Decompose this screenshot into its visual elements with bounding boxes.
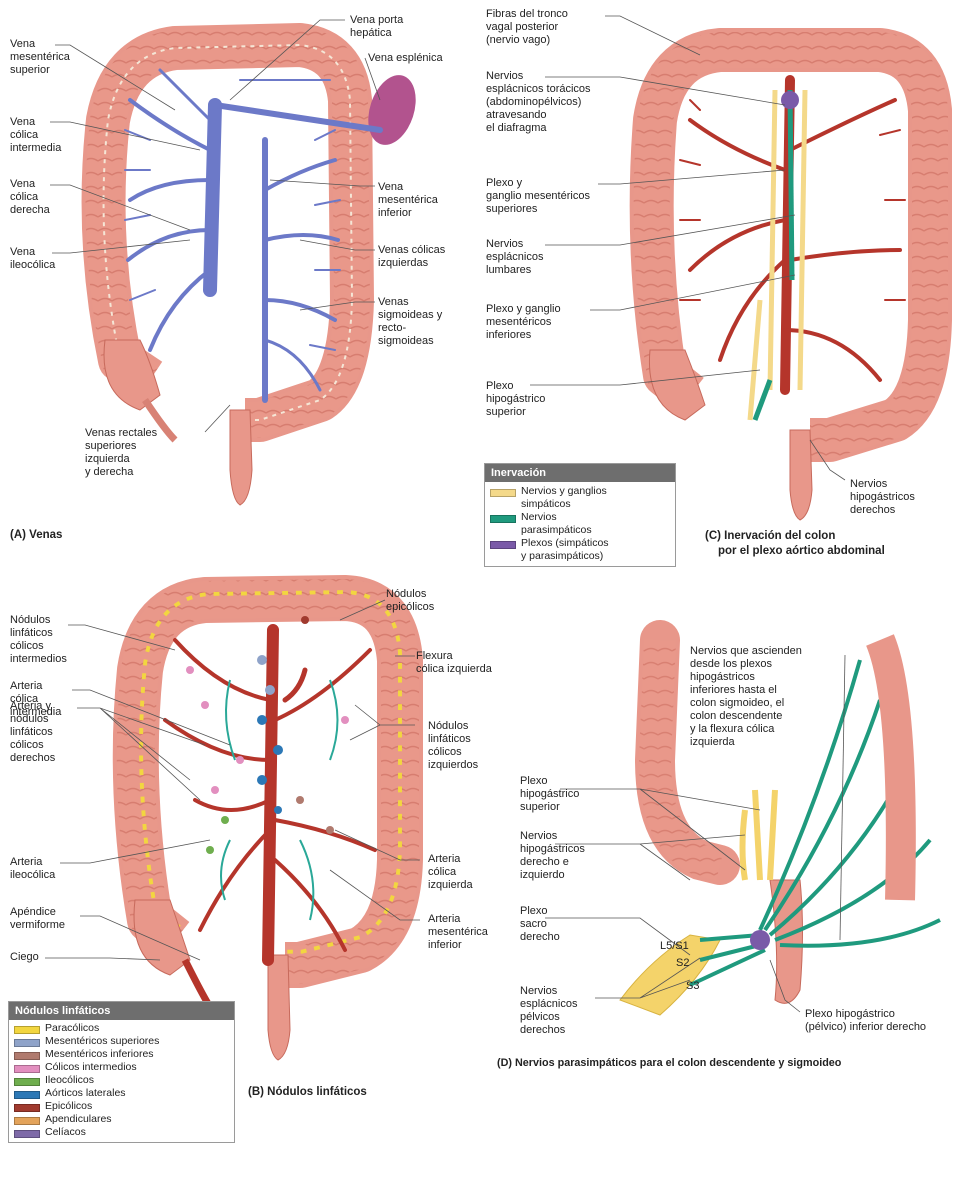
legend-item: Cólicos intermedios	[9, 1061, 234, 1074]
legend-item: Epicólicos	[9, 1100, 234, 1113]
sympathetic-c	[750, 90, 805, 420]
legend-item-label: Cólicos intermedios	[45, 1061, 137, 1074]
label-fibras-tronco-vagal: Fibras del tronco vagal posterior (nervi…	[486, 8, 568, 47]
legend-nodulos-title: Nódulos linfáticos	[9, 1002, 234, 1020]
label-vena-esplenica: Vena esplénica	[368, 52, 443, 65]
legend-item-label: Apendiculares	[45, 1113, 112, 1126]
legend-item-label: Epicólicos	[45, 1100, 92, 1113]
legend-item-label: Paracólicos	[45, 1022, 99, 1035]
legend-item-label: Mesentéricos superiores	[45, 1035, 159, 1048]
label-arteria-nodulos-colicos-derechos: Arteria y nódulos linfáticos cólicos der…	[10, 700, 55, 765]
label-nervios-hipogastricos-der-izq: Nervios hipogástricos derecho e izquierd…	[520, 830, 585, 882]
label-nervios-esplacnicos-toracicos: Nervios esplácnicos torácicos (abdominop…	[486, 70, 591, 135]
legend-nodulos-linfaticos: Nódulos linfáticos Paracólicos Mesentéri…	[8, 1001, 235, 1143]
legend-item-label: Celíacos	[45, 1126, 86, 1139]
label-vena-colica-intermedia: Vena cólica intermedia	[10, 116, 61, 155]
caption-panel-a: (A) Venas	[10, 528, 62, 542]
legend-swatch	[490, 489, 516, 497]
label-plexo-hipogastrico-superior-c: Plexo hipogástrico superior	[486, 380, 545, 419]
label-nervios-hipogastricos-derechos: Nervios hipogástricos derechos	[850, 478, 915, 517]
caption-panel-c-line1: (C) Inervación del colon	[705, 529, 835, 543]
legend-item-label: Nervios parasimpáticos	[521, 511, 592, 537]
legend-inervacion: Inervación Nervios y ganglios simpáticos…	[484, 463, 676, 567]
arteries-b	[165, 630, 375, 960]
panel-c-drawing	[649, 50, 930, 520]
legend-item-label: Nervios y ganglios simpáticos	[521, 485, 607, 511]
legend-item: Ileocólicos	[9, 1074, 234, 1087]
label-apendice-vermiforme: Apéndice vermiforme	[10, 906, 65, 932]
legend-swatch	[14, 1078, 40, 1086]
label-vena-mesenterica-inferior: Vena mesentérica inferior	[378, 181, 438, 220]
label-arteria-mesenterica-inferior: Arteria mesentérica inferior	[428, 913, 488, 952]
legend-inervacion-title: Inervación	[485, 464, 675, 482]
label-arteria-colica-izquierda: Arteria cólica izquierda	[428, 853, 473, 892]
legend-item-label: Mesentéricos inferiores	[45, 1048, 154, 1061]
legend-swatch	[490, 541, 516, 549]
caption-panel-c-line2: por el plexo aórtico abdominal	[718, 544, 885, 558]
label-plexo-sacro-derecho: Plexo sacro derecho	[520, 905, 560, 944]
label-ciego: Ciego	[10, 951, 39, 964]
legend-item-label: Plexos (simpáticos y parasimpáticos)	[521, 537, 609, 563]
legend-item-label: Ileocólicos	[45, 1074, 94, 1087]
label-s2: S2	[676, 957, 689, 970]
legend-item: Nervios y ganglios simpáticos	[485, 485, 675, 511]
legend-item: Paracólicos	[9, 1022, 234, 1035]
legend-swatch	[14, 1130, 40, 1138]
legend-item: Mesentéricos inferiores	[9, 1048, 234, 1061]
label-flexura-colica-izquierda: Flexura cólica izquierda	[416, 650, 492, 676]
legend-swatch	[14, 1052, 40, 1060]
label-plexo-hipogastrico-superior-d: Plexo hipogástrico superior	[520, 775, 579, 814]
label-plexo-ganglio-mesentericos-superiores: Plexo y ganglio mesentéricos superiores	[486, 177, 590, 216]
label-vena-colica-derecha: Vena cólica derecha	[10, 178, 50, 217]
label-nervios-que-ascienden: Nervios que ascienden desde los plexos h…	[690, 645, 802, 749]
legend-swatch	[14, 1065, 40, 1073]
label-plexo-hipogastrico-inferior: Plexo hipogástrico (pélvico) inferior de…	[805, 1008, 926, 1034]
label-plexo-ganglio-mesentericos-inferiores: Plexo y ganglio mesentéricos inferiores	[486, 303, 561, 342]
label-venas-colicas-izquierdas: Venas cólicas izquierdas	[378, 244, 445, 270]
legend-swatch	[14, 1039, 40, 1047]
legend-swatch	[14, 1104, 40, 1112]
panel-b-drawing	[134, 592, 400, 1060]
legend-item: Apendiculares	[9, 1113, 234, 1126]
caption-panel-d: (D) Nervios parasimpáticos para el colon…	[497, 1056, 841, 1070]
label-l5-s1: L5/S1	[660, 940, 689, 953]
label-nervios-esplacnicos-pelvicos: Nervios esplácnicos pélvicos derechos	[520, 985, 577, 1037]
label-nervios-esplacnicos-lumbares: Nervios esplácnicos lumbares	[486, 238, 543, 277]
label-arteria-ileocolica: Arteria ileocólica	[10, 856, 55, 882]
legend-item: Nervios parasimpáticos	[485, 511, 675, 537]
label-nodulos-epicolicos: Nódulos epicólicos	[386, 588, 434, 614]
label-venas-sigmoideas: Venas sigmoideas y recto- sigmoideas	[378, 296, 442, 348]
label-vena-ileocolica: Vena ileocólica	[10, 246, 55, 272]
caption-panel-b: (B) Nódulos linfáticos	[248, 1085, 367, 1099]
legend-swatch	[14, 1117, 40, 1125]
legend-swatch	[14, 1026, 40, 1034]
legend-item: Aórticos laterales	[9, 1087, 234, 1100]
legend-swatch	[490, 515, 516, 523]
legend-item: Celíacos	[9, 1126, 234, 1139]
label-nodulos-colicos-intermedios: Nódulos linfáticos cólicos intermedios	[10, 614, 67, 666]
label-s3: S3	[686, 980, 699, 993]
label-nodulos-colicos-izquierdos: Nódulos linfáticos cólicos izquierdos	[428, 720, 478, 772]
label-vena-mesenterica-superior: Vena mesentérica superior	[10, 38, 70, 77]
label-venas-rectales: Venas rectales superiores izquierda y de…	[85, 427, 157, 479]
rectum-a	[230, 410, 252, 505]
label-vena-porta: Vena porta hepática	[350, 14, 403, 40]
legend-item: Mesentéricos superiores	[9, 1035, 234, 1048]
legend-swatch	[14, 1091, 40, 1099]
legend-item-label: Aórticos laterales	[45, 1087, 126, 1100]
legend-item: Plexos (simpáticos y parasimpáticos)	[485, 537, 675, 563]
